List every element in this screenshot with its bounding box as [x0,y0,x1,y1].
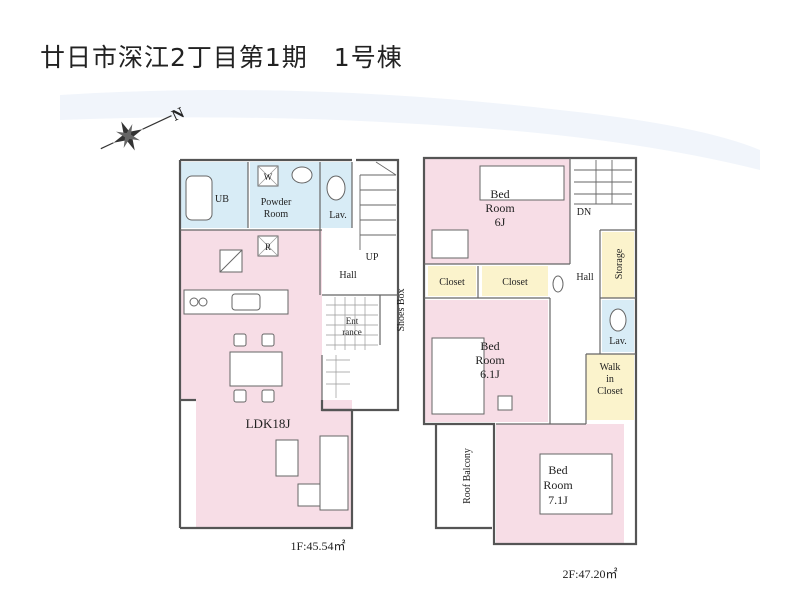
label-up: UP [366,252,379,263]
sofa [319,435,349,511]
label-entrance-1: Ent [346,316,359,326]
label-bed2-2: Room [475,353,505,367]
label-bed3-2: Room [543,478,573,492]
toilet-1f [326,175,346,201]
room-closet-a [428,266,476,296]
page-title: 廿日市深江2丁目第1期 1号棟 [40,43,403,72]
label-walkin-2: in [606,374,614,385]
label-bed2-1: Bed [480,339,499,353]
label-hall-2f: Hall [576,272,593,283]
stairs-1f [359,161,397,250]
entrance-tiles [326,297,378,398]
label-lav-2f: Lav. [609,336,626,347]
bed-6j [479,165,565,201]
label-walkin-3: Closet [597,386,623,397]
room-closet-b [482,266,548,296]
label-walkin-1: Walk [600,362,621,373]
low-table [275,439,299,477]
label-closet-a: Closet [439,277,465,288]
label-closet-b: Closet [502,277,528,288]
label-bed1-2: Room [485,201,515,215]
floor1-area: 1F:45.54㎡ [290,539,345,553]
toilet-2f [609,308,627,332]
room-walkin [586,354,634,420]
bathtub [185,175,213,221]
desk-6j [431,229,469,259]
label-dn: DN [577,207,591,218]
floor1-plan: UB W Powder Room Lav. R UP Hall Ent ranc… [178,158,407,553]
label-roof-balcony: Roof Balcony [462,448,473,504]
label-entrance-2: rance [342,327,361,337]
watermark [60,90,760,170]
label-bed3-3: 7.1J [548,493,568,507]
label-bed3-1: Bed [548,463,567,477]
bed-7-1j [539,453,613,515]
label-ldk: LDK18J [246,416,291,431]
label-w: W [264,172,273,182]
label-powder-2: Room [264,209,289,220]
sink-2f [552,275,564,293]
label-r: R [265,242,271,252]
label-bed1-3: 6J [495,215,506,229]
room-ldk [180,230,322,330]
room-ldk-notch [322,400,352,410]
label-bed1-1: Bed [490,187,509,201]
compass [100,115,172,151]
floor2-area: 2F:47.20㎡ [562,567,617,581]
label-bed2-3: 6.1J [480,367,500,381]
label-ub: UB [215,194,229,205]
label-storage: Storage [614,248,625,279]
stairs-2f [574,160,632,205]
label-hall-1f: Hall [339,270,356,281]
dining-table [229,351,283,387]
label-shoes-box: Shoes Box [396,288,407,331]
desk-6-1j [497,395,513,411]
bed-6-1j [431,337,485,415]
label-lav-1f: Lav. [329,210,346,221]
room-storage [602,232,634,298]
sink-1f [291,166,313,184]
label-powder-1: Powder [261,197,292,208]
floor2-plan: Bed Room 6J DN Closet Closet Hall Storag… [422,156,638,581]
